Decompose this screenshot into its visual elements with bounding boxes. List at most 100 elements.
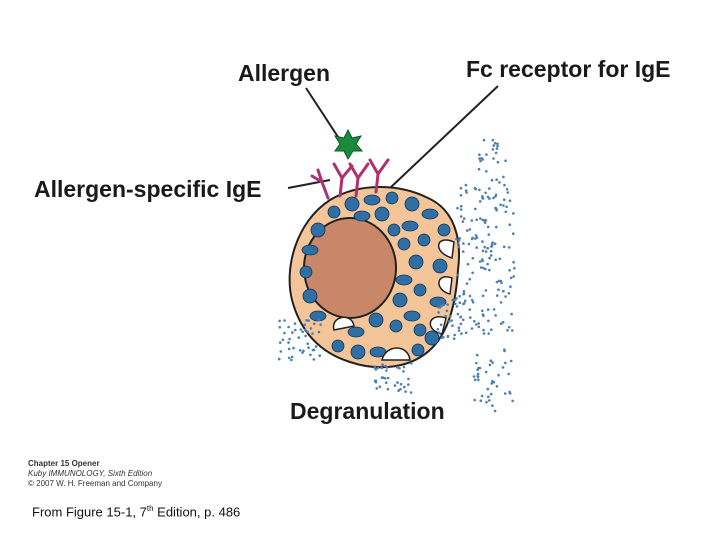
mediator-dot: [309, 353, 312, 357]
mediator-dot: [486, 387, 490, 391]
credit-chapter: Chapter 15 Opener: [28, 459, 100, 468]
mediator-dot: [409, 391, 413, 394]
mediator-dot: [494, 151, 498, 155]
mediator-dot: [468, 308, 472, 311]
mediator-dot: [504, 295, 507, 298]
mediator-dot: [384, 381, 388, 385]
degranulation-pocket-left: [332, 316, 355, 331]
mediator-dot: [475, 361, 478, 365]
mediator-dot: [446, 335, 450, 339]
mediator-dot: [481, 249, 485, 253]
mediator-dot: [508, 392, 512, 395]
mediator-dot: [462, 290, 466, 293]
mediator-dot: [502, 198, 506, 201]
mediator-dot: [483, 221, 487, 224]
mediator-dot: [446, 303, 449, 306]
mediator-dot: [505, 188, 509, 191]
mediator-dot: [493, 141, 497, 145]
mediator-dot: [470, 219, 474, 222]
mediator-dot: [499, 203, 502, 207]
mediator-dot: [492, 144, 496, 147]
mediator-dot: [442, 335, 445, 339]
mediator-dot: [396, 366, 399, 369]
publisher-credit: Chapter 15 Opener Kuby IMMUNOLOGY, Sixth…: [28, 459, 162, 489]
mediator-dot: [501, 366, 505, 369]
mediator-dot: [459, 322, 463, 326]
mediator-dot: [278, 341, 282, 344]
mediator-dot: [457, 326, 461, 330]
mediator-dot: [473, 398, 477, 402]
granule: [392, 292, 408, 308]
mediator-dot: [512, 212, 515, 215]
mediator-dot: [477, 167, 481, 171]
granule: [344, 196, 360, 212]
mediator-dot: [373, 365, 377, 369]
mediator-dot: [479, 217, 482, 220]
mediator-dot: [508, 223, 512, 226]
mediator-dot: [447, 320, 451, 323]
mediator-dot: [507, 372, 511, 376]
granule: [347, 326, 365, 338]
mediator-dot: [283, 331, 286, 335]
mediator-dot: [499, 301, 503, 304]
mediator-dot: [459, 204, 463, 208]
mediator-dot: [490, 328, 493, 332]
mediator-dot: [456, 273, 460, 277]
mediator-dot: [461, 250, 465, 253]
mediator-dot: [482, 138, 486, 142]
granule: [395, 274, 413, 286]
mediator-dot: [477, 322, 481, 325]
mediator-dot: [505, 205, 508, 209]
mediator-dot: [464, 183, 468, 187]
mediator-dot: [298, 349, 302, 352]
mediator-dot: [402, 365, 406, 369]
mediator-dot: [504, 210, 508, 214]
mediator-dot: [306, 330, 309, 334]
mediator-dot: [508, 269, 511, 272]
mediator-dot: [459, 194, 463, 197]
mediator-dot: [474, 207, 477, 211]
mediator-dot: [482, 328, 485, 332]
mediator-dot: [313, 322, 316, 326]
mediator-dot: [457, 245, 461, 249]
mediator-dot: [513, 266, 516, 270]
source-superscript: th: [146, 504, 154, 513]
mediator-dot: [467, 242, 471, 246]
granule: [310, 222, 326, 238]
granule: [432, 258, 448, 274]
mediator-dot: [384, 364, 387, 368]
granule: [417, 233, 431, 247]
mediator-dot: [506, 191, 510, 194]
mediator-dot: [476, 375, 480, 378]
mediator-dot: [482, 332, 486, 335]
mediator-dot: [278, 319, 281, 323]
mediator-dot: [486, 195, 490, 199]
mediator-dot: [449, 315, 452, 318]
mediator-dot: [463, 299, 467, 303]
mediator-dot: [495, 209, 498, 212]
mediator-dot: [290, 358, 293, 362]
mediator-dot: [383, 377, 387, 380]
mediator-dot: [495, 294, 499, 297]
mediator-dot: [292, 346, 295, 350]
mediator-dot: [507, 325, 511, 329]
mediator-dot: [496, 142, 499, 146]
mediator-dot: [491, 241, 494, 244]
mediator-dot: [312, 358, 316, 361]
mediator-dot: [509, 359, 513, 363]
mediator-dot: [475, 323, 478, 326]
granules-group: [299, 191, 451, 360]
mediator-dot: [464, 189, 468, 192]
mediator-dot: [396, 381, 399, 384]
mediator-dot: [462, 302, 466, 305]
mediator-dot: [458, 237, 462, 240]
mediator-dot: [439, 323, 443, 327]
mediator-dot: [453, 333, 457, 337]
mediator-dot: [481, 313, 485, 316]
mediator-dot: [455, 305, 459, 308]
mediator-dot: [484, 289, 488, 292]
mediator-dot: [469, 316, 472, 319]
mediator-dot: [485, 400, 488, 404]
mediator-dot: [495, 280, 499, 284]
mediator-dot: [403, 385, 406, 389]
